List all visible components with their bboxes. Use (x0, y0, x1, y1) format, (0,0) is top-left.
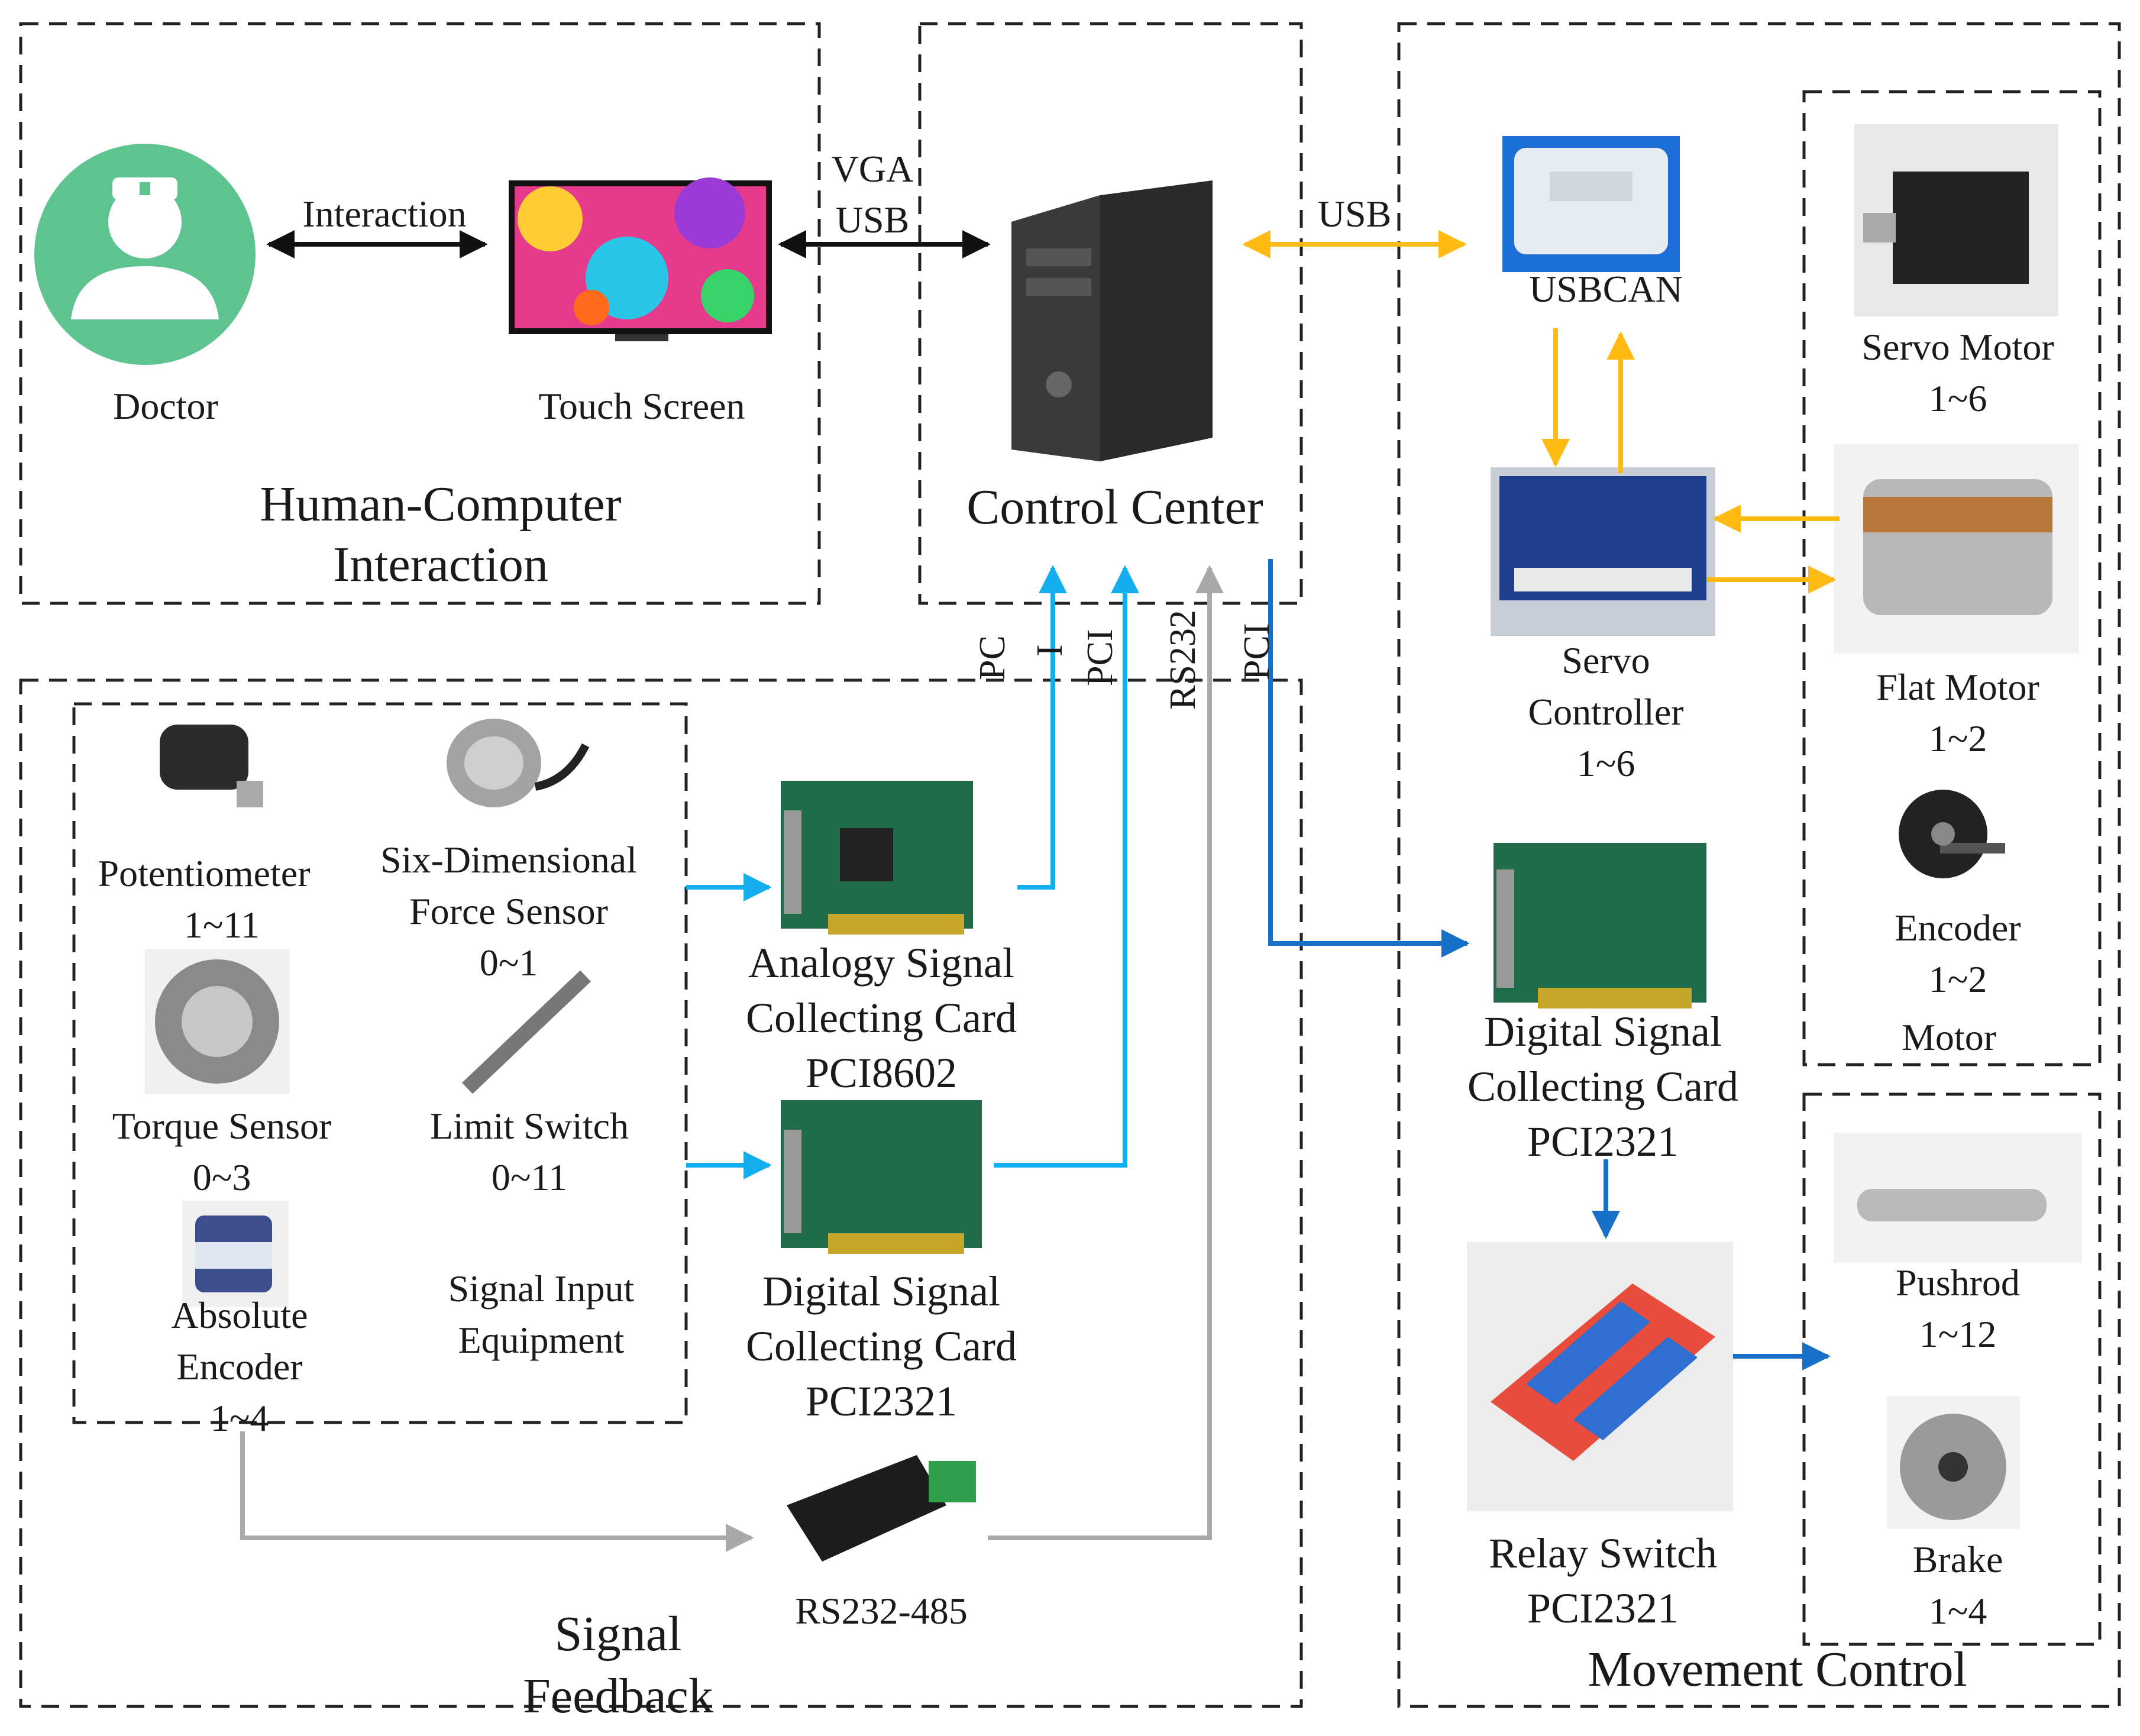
potentiometer-count: 1~11 (184, 904, 260, 946)
digital-out-card-model: PCI2321 (1527, 1118, 1679, 1165)
encoder-to-rs232-arrow (240, 1431, 754, 1552)
signal-input-label-1: Signal Input (448, 1268, 635, 1310)
limit-switch-image (462, 970, 591, 1094)
absolute-encoder-label-2: Encoder (176, 1346, 302, 1388)
brake-count: 1~4 (1929, 1590, 1987, 1632)
signal-input-label-2: Equipment (458, 1319, 625, 1361)
servo-controller-image (1491, 467, 1715, 636)
limit-switch-label: Limit Switch (430, 1105, 629, 1147)
control-center-title: Control Center (966, 480, 1263, 535)
digital-output-card-image (1494, 843, 1706, 1008)
flat-motor-count: 1~2 (1929, 717, 1987, 759)
signal-input-group-box (72, 702, 688, 1424)
encoder-image (1899, 790, 2005, 878)
pci-label-2: PCI (1080, 629, 1120, 686)
digital-in-card-label-2: Collecting Card (746, 1323, 1017, 1370)
touch-screen-image (509, 177, 772, 341)
digital-in-card-label-1: Digital Signal (762, 1268, 1000, 1315)
pc-to-digital-output-arrow (1268, 559, 1470, 958)
absolute-encoder-label-1: Absolute (171, 1294, 308, 1336)
pc-tower-image (1011, 180, 1213, 461)
torque-sensor-image (145, 949, 290, 1094)
absolute-encoder-count: 1~4 (211, 1397, 269, 1439)
control-group-box (918, 22, 1303, 605)
digital-out-card-label-2: Collecting Card (1467, 1063, 1738, 1110)
hci-title-2: Interaction (333, 537, 548, 592)
interaction-label: Interaction (302, 193, 466, 235)
servo-controller-label-1: Servo (1562, 639, 1650, 681)
brake-image (1887, 1396, 2020, 1529)
movement-control-title: Movement Control (1588, 1642, 1967, 1697)
servo-controller-count: 1~6 (1577, 742, 1635, 784)
analog-card-image (781, 781, 973, 935)
analog-card-to-pc-arrow (1017, 565, 1067, 890)
usbcan-image (1502, 136, 1680, 272)
actuator-group-box (1802, 1092, 2102, 1646)
servo-motor-count: 1~6 (1929, 377, 1987, 419)
pci-label-1a: PC (972, 635, 1013, 680)
flat-motor-image (1834, 444, 2079, 654)
pushrod-image (1834, 1133, 2082, 1263)
pushrod-label: Pushrod (1896, 1262, 2020, 1304)
absolute-encoder-image (182, 1201, 289, 1307)
servo-controller-label-2: Controller (1528, 691, 1683, 733)
doctor-label: Doctor (113, 385, 218, 427)
doctor-icon (34, 144, 256, 365)
pci-label-3: PCI (1237, 623, 1277, 680)
digital-card-to-pc-arrow (994, 565, 1139, 1168)
torque-sensor-label: Torque Sensor (112, 1105, 332, 1147)
potentiometer-label: Potentiometer (98, 852, 310, 894)
movement-group-box (1397, 22, 2121, 1708)
force-sensor-label-2: Force Sensor (409, 890, 608, 932)
feedback-title-2: Feedback (523, 1669, 713, 1724)
rs232-485-image (787, 1455, 976, 1562)
potentiometer-image (160, 725, 263, 807)
relay-switch-model: PCI2321 (1527, 1585, 1679, 1632)
usbcan-label: USBCAN (1529, 268, 1683, 310)
relay-switch-label: Relay Switch (1489, 1530, 1717, 1577)
limit-switch-count: 0~11 (492, 1156, 567, 1198)
analog-card-label-2: Collecting Card (746, 994, 1017, 1042)
rs232-485-label: RS232-485 (795, 1590, 968, 1632)
vga-label: VGA (832, 148, 914, 190)
servo-motor-image (1854, 124, 2058, 316)
rs232-label: RS232 (1163, 610, 1203, 710)
analog-card-label-1: Analogy Signal (748, 939, 1014, 987)
torque-sensor-count: 0~3 (193, 1156, 251, 1198)
analog-card-model: PCI8602 (806, 1049, 957, 1097)
digital-input-card-image (781, 1100, 982, 1254)
digital-in-card-model: PCI2321 (806, 1378, 957, 1425)
encoder-label: Encoder (1895, 907, 2021, 949)
servo-motor-label: Servo Motor (1861, 326, 2054, 368)
flat-motor-label: Flat Motor (1876, 666, 2039, 708)
encoder-count: 1~2 (1929, 958, 1987, 1000)
usb-label-usbcan: USB (1318, 193, 1392, 235)
pci-label-1b: I (1030, 644, 1070, 657)
hci-title-1: Human-Computer (260, 477, 621, 532)
relay-switch-image (1467, 1242, 1733, 1511)
force-sensor-image (447, 719, 590, 807)
touch-screen-label: Touch Screen (538, 385, 745, 427)
usb-label-vga: USB (836, 199, 910, 241)
pushrod-count: 1~12 (1919, 1313, 1997, 1355)
force-sensor-count: 0~1 (480, 942, 538, 984)
feedback-group-box (19, 678, 1303, 1708)
feedback-title-1: Signal (555, 1606, 682, 1661)
hci-group-box (19, 22, 821, 605)
force-sensor-label-1: Six-Dimensional (380, 839, 637, 881)
digital-out-card-label-1: Digital Signal (1484, 1008, 1722, 1055)
brake-label: Brake (1913, 1538, 2003, 1580)
motor-group-label: Motor (1902, 1016, 1996, 1058)
rs232-to-pc-arrow (988, 565, 1224, 1540)
